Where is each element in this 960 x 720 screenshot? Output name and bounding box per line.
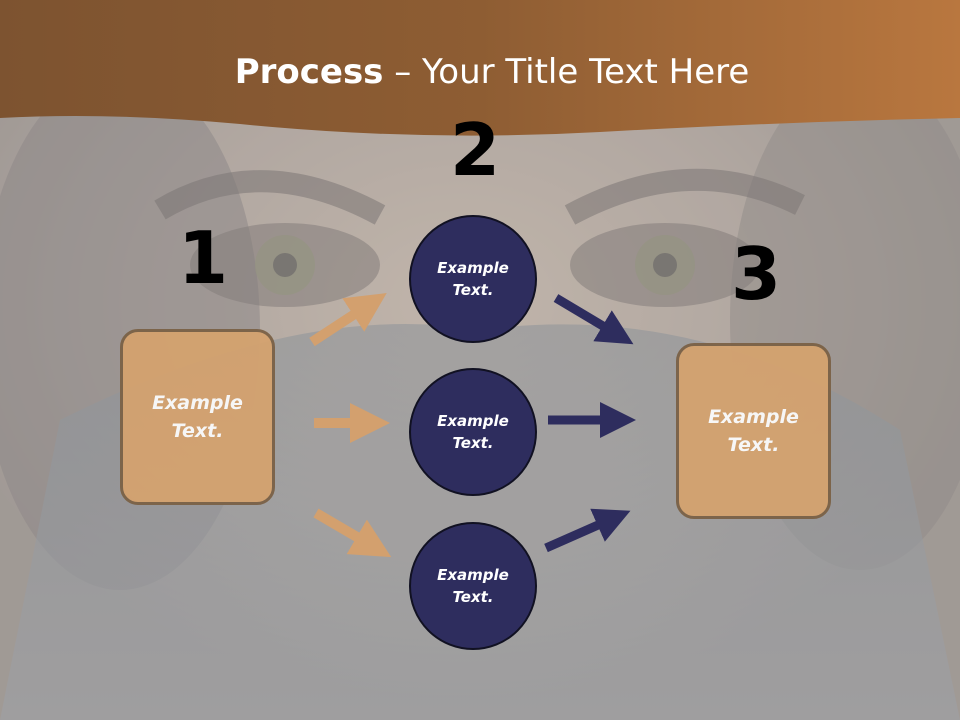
step-3-box: Example Text. xyxy=(676,343,831,519)
arrow-navy-down xyxy=(553,294,634,345)
step-number-3: 3 xyxy=(731,232,782,316)
circle-middle: Example Text. xyxy=(409,368,537,496)
arrow-tan-down xyxy=(313,508,392,558)
slide-title: Process – Your Title Text Here xyxy=(0,52,960,92)
circle-top: Example Text. xyxy=(409,215,537,343)
circle-top-label: Example Text. xyxy=(437,258,509,300)
arrow-navy-up xyxy=(544,508,631,553)
arrow-tan-up xyxy=(309,293,387,347)
circle-bottom: Example Text. xyxy=(409,522,537,650)
step-1-box: Example Text. xyxy=(120,329,275,505)
step-number-1: 1 xyxy=(178,216,229,300)
step-3-label: Example Text. xyxy=(708,405,799,457)
step-1-label: Example Text. xyxy=(152,391,243,443)
title-rest: – Your Title Text Here xyxy=(383,52,750,92)
title-bold: Process xyxy=(234,52,384,92)
circle-bottom-label: Example Text. xyxy=(437,565,509,607)
step-number-2: 2 xyxy=(450,108,501,192)
circle-middle-label: Example Text. xyxy=(437,411,509,453)
